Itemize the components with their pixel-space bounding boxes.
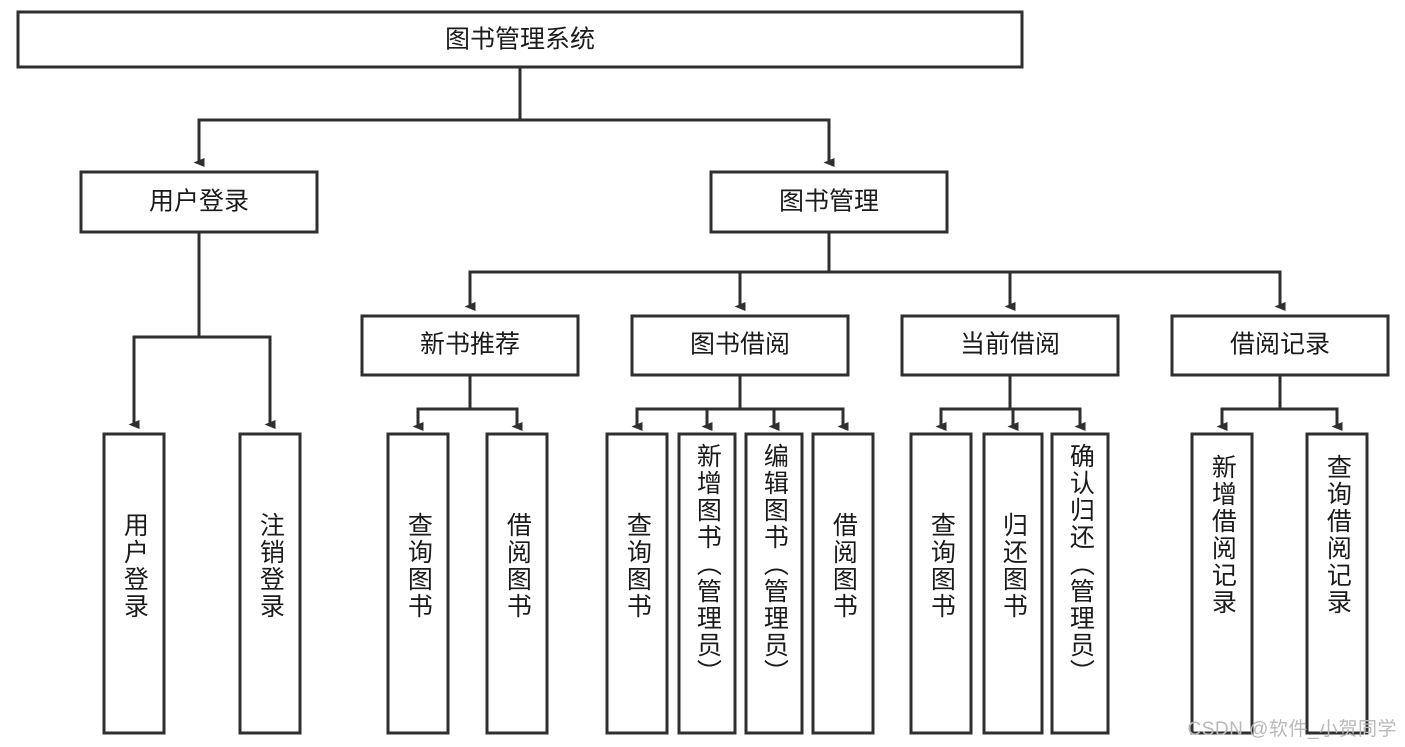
node-leaf-add-book-admin-box[interactable]	[677, 432, 737, 735]
node-leaf-query-books-borrow-box[interactable]	[605, 432, 669, 735]
node-leaf-query-books-recommend-box[interactable]	[386, 432, 450, 735]
node-leaf-user-login-box[interactable]	[102, 432, 166, 735]
csdn-watermark: CSDN @软件_小贺同学	[1187, 719, 1397, 740]
node-new-book-recommend-label: 新书推荐	[420, 331, 520, 359]
node-book-management-label: 图书管理	[779, 188, 879, 216]
node-user-login-label: 用户登录	[149, 188, 249, 216]
node-root-label: 图书管理系统	[445, 26, 595, 54]
node-book-borrow-label: 图书借阅	[690, 331, 790, 359]
node-book-borrow-box[interactable]	[630, 314, 850, 377]
node-leaf-return-books-box[interactable]	[982, 432, 1044, 735]
node-user-login-box[interactable]	[79, 170, 319, 234]
node-book-management-box[interactable]	[709, 170, 949, 234]
edge-group	[128, 65, 1343, 431]
node-leaf-query-borrow-record-box[interactable]	[1305, 432, 1369, 735]
node-current-borrow-label: 当前借阅	[960, 331, 1060, 359]
node-leaf-confirm-return-admin-box[interactable]	[1050, 432, 1110, 735]
node-group: 图书管理系统 用户登录 图书管理 新书推荐 图书借阅 当前借阅 借阅记录	[16, 10, 1390, 735]
node-leaf-query-books-current-box[interactable]	[909, 432, 973, 735]
node-root-box[interactable]	[16, 10, 1024, 69]
node-borrow-records-label: 借阅记录	[1230, 331, 1330, 359]
node-leaf-borrow-books-borrow-box[interactable]	[811, 432, 875, 735]
node-leaf-edit-book-admin-box[interactable]	[744, 432, 804, 735]
node-borrow-records-box[interactable]	[1170, 314, 1390, 377]
node-current-borrow-box[interactable]	[900, 314, 1120, 377]
node-leaf-logout-box[interactable]	[238, 432, 302, 735]
node-leaf-add-borrow-record-box[interactable]	[1190, 432, 1254, 735]
node-new-book-recommend-box[interactable]	[360, 314, 580, 377]
node-leaf-borrow-books-recommend-box[interactable]	[485, 432, 549, 735]
